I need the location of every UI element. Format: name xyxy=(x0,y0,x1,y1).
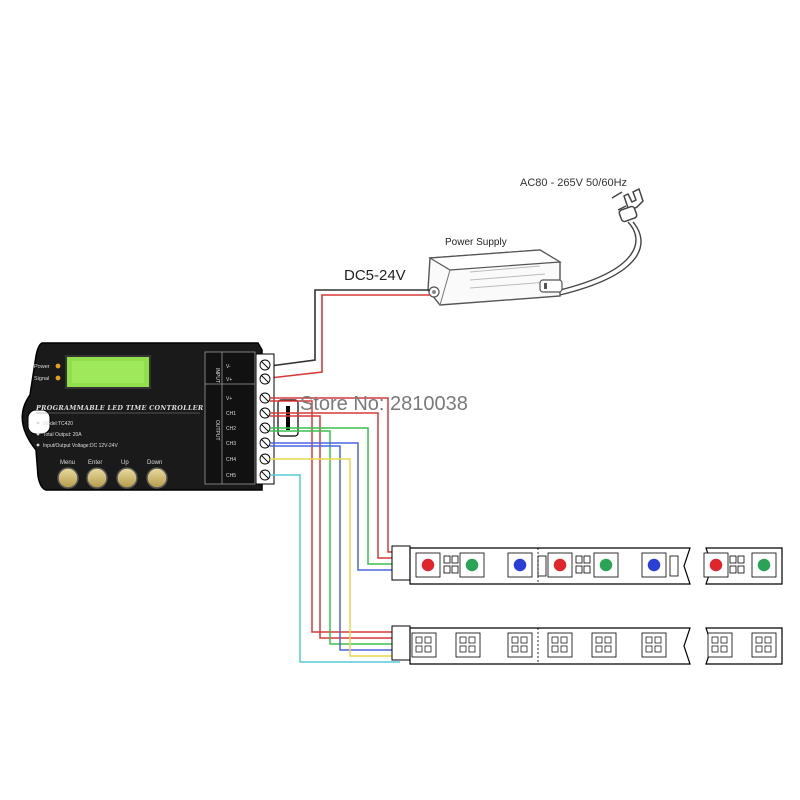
power-supply-box xyxy=(427,249,563,306)
led-pad xyxy=(511,645,519,653)
led-pad xyxy=(468,636,476,644)
led-chip xyxy=(507,632,533,658)
menu-button[interactable]: Menu xyxy=(57,460,79,489)
led-strip-rgb xyxy=(391,545,783,585)
led-pad xyxy=(459,645,467,653)
terminal-label-ch1: CH1 xyxy=(226,411,236,417)
terminal-label-v-plus-in: V+ xyxy=(226,377,232,383)
down-button[interactable]: Down xyxy=(146,460,168,489)
led-chip xyxy=(415,552,441,578)
led-pad xyxy=(654,636,662,644)
store-watermark: Store No: 2810038 xyxy=(300,393,468,415)
led-pad xyxy=(560,645,568,653)
strip1-led-group xyxy=(415,552,777,578)
led-pad xyxy=(459,636,467,644)
led-chip xyxy=(591,632,617,658)
power-supply-label: Power Supply xyxy=(445,237,507,248)
strip2-led-group xyxy=(411,632,777,658)
led-pad xyxy=(424,645,432,653)
terminal-labels: V- V+ V+ CH1 CH2 CH3 CH4 CH5 xyxy=(226,364,236,479)
led-chip xyxy=(455,632,481,658)
led-pad xyxy=(415,645,423,653)
led-pad xyxy=(654,645,662,653)
led-pad xyxy=(595,636,603,644)
led-pad xyxy=(711,636,719,644)
terminal-label-v-plus-out: V+ xyxy=(226,396,232,402)
led-chip xyxy=(547,632,573,658)
terminal-label-ch2: CH2 xyxy=(226,426,236,432)
led-pad xyxy=(551,645,559,653)
spec-model: Model:TC420 xyxy=(43,421,73,427)
menu-button-label: Menu xyxy=(60,460,75,466)
input-section-label: INPUT xyxy=(214,368,220,383)
led-pad xyxy=(424,636,432,644)
enter-button[interactable]: Enter xyxy=(86,460,108,489)
led-pad xyxy=(755,645,763,653)
led-pad xyxy=(645,645,653,653)
spec-voltage: Input/Output Voltage:DC 12V-24V xyxy=(43,443,118,449)
led-red-dot xyxy=(552,557,568,573)
led-red-dot xyxy=(708,557,724,573)
ac-plug xyxy=(559,187,644,296)
dc-voltage-label: DC5-24V xyxy=(344,267,406,284)
led-pad xyxy=(604,645,612,653)
led-pad xyxy=(560,636,568,644)
led-chip xyxy=(751,552,777,578)
led-green-dot xyxy=(464,557,480,573)
terminal-label-ch4: CH4 xyxy=(226,457,236,463)
output-wires xyxy=(270,397,400,663)
indicator-power-label: Power xyxy=(34,364,50,370)
led-blue-dot xyxy=(646,557,662,573)
dc-wires xyxy=(269,289,430,379)
led-strip-single xyxy=(391,625,783,665)
led-green-dot xyxy=(756,557,772,573)
led-blue-dot xyxy=(512,557,528,573)
led-pad xyxy=(511,636,519,644)
enter-button-label: Enter xyxy=(88,460,102,466)
spec-output: Total Output: 20A xyxy=(43,432,82,438)
led-pad xyxy=(711,645,719,653)
terminal-label-v-minus: V- xyxy=(226,364,231,370)
led-pad xyxy=(604,636,612,644)
output-section-label: OUTPUT xyxy=(214,420,220,441)
indicator-power: Power xyxy=(34,363,61,370)
led-pad xyxy=(645,636,653,644)
up-button[interactable]: Up xyxy=(116,460,138,489)
led-red-dot xyxy=(420,557,436,573)
led-pad xyxy=(764,645,772,653)
led-pad xyxy=(415,636,423,644)
controller-title: PROGRAMMABLE LED TIME CONTROLLER xyxy=(35,404,203,412)
terminal-label-ch5: CH5 xyxy=(226,473,236,479)
terminal-label-ch3: CH3 xyxy=(226,441,236,447)
led-chip xyxy=(641,632,667,658)
terminal-block xyxy=(255,353,275,485)
indicator-signal: Signal xyxy=(34,375,61,382)
led-pad xyxy=(551,636,559,644)
controller-box xyxy=(21,342,299,491)
led-pad xyxy=(520,636,528,644)
led-pad xyxy=(764,636,772,644)
led-pad xyxy=(720,645,728,653)
led-pad xyxy=(520,645,528,653)
up-button-label: Up xyxy=(121,460,129,466)
led-pad xyxy=(720,636,728,644)
indicator-signal-label: Signal xyxy=(34,376,49,382)
led-chip xyxy=(411,632,437,658)
down-button-label: Down xyxy=(147,460,162,466)
led-chip xyxy=(707,632,733,658)
controller-spec-list: Model:TC420 Total Output: 20A Input/Outp… xyxy=(36,421,118,449)
led-green-dot xyxy=(598,557,614,573)
ac-input-label: AC80 - 265V 50/60Hz xyxy=(520,177,627,189)
led-pad xyxy=(755,636,763,644)
led-pad xyxy=(595,645,603,653)
led-pad xyxy=(468,645,476,653)
led-chip xyxy=(751,632,777,658)
